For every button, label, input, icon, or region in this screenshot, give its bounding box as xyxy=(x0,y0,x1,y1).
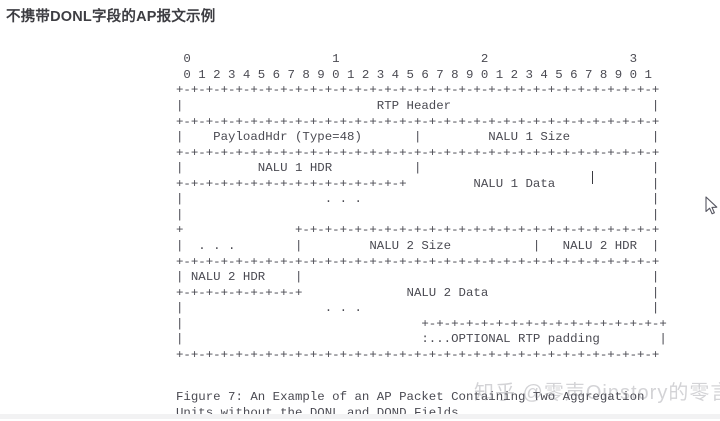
ascii-packet-diagram: 0 1 2 3 0 1 2 3 4 5 6 7 8 9 0 1 2 3 4 5 … xyxy=(176,52,667,362)
text-caret xyxy=(592,171,593,184)
page-title: 不携带DONL字段的AP报文示例 xyxy=(6,9,216,25)
page-bottom-edge xyxy=(0,414,720,419)
mouse-pointer-icon xyxy=(705,196,719,216)
